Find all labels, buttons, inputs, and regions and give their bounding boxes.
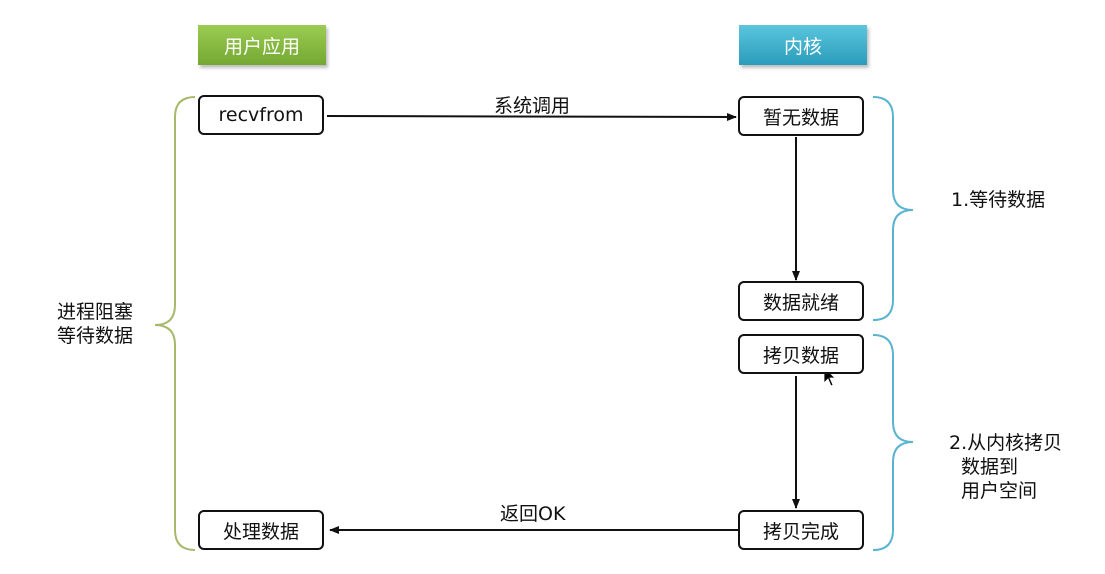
right-brace-copy (872, 334, 914, 551)
phase1-label: 1.等待数据 (951, 189, 1046, 211)
process-data-box: 处理数据 (198, 510, 324, 550)
phase2-line1: 2.从内核拷贝 (949, 432, 1063, 454)
return-ok-label: 返回OK (500, 503, 566, 525)
kernel-header: 内核 (739, 25, 867, 65)
syscall-arrow (326, 112, 737, 121)
syscall-label: 系统调用 (494, 95, 571, 117)
blocked-waiting-label: 进程阻塞 等待数据 (57, 300, 133, 348)
right-brace-wait (872, 96, 914, 321)
phase2-label: 2.从内核拷贝 数据到 用户空间 (949, 431, 1062, 503)
left-brace (154, 96, 196, 551)
copy-data-box: 拷贝数据 (738, 334, 864, 374)
blocked-label-line2: 等待数据 (57, 325, 134, 347)
copy-done-box: 拷贝完成 (738, 510, 864, 550)
no-data-box: 暂无数据 (738, 96, 864, 136)
phase2-line2: 数据到 (961, 456, 1019, 478)
blocked-label-line1: 进程阻塞 (57, 301, 134, 323)
recvfrom-box: recvfrom (198, 95, 324, 135)
user-app-header: 用户应用 (198, 25, 326, 65)
phase2-line3: 用户空间 (961, 480, 1038, 502)
data-ready-box: 数据就绪 (738, 281, 864, 321)
